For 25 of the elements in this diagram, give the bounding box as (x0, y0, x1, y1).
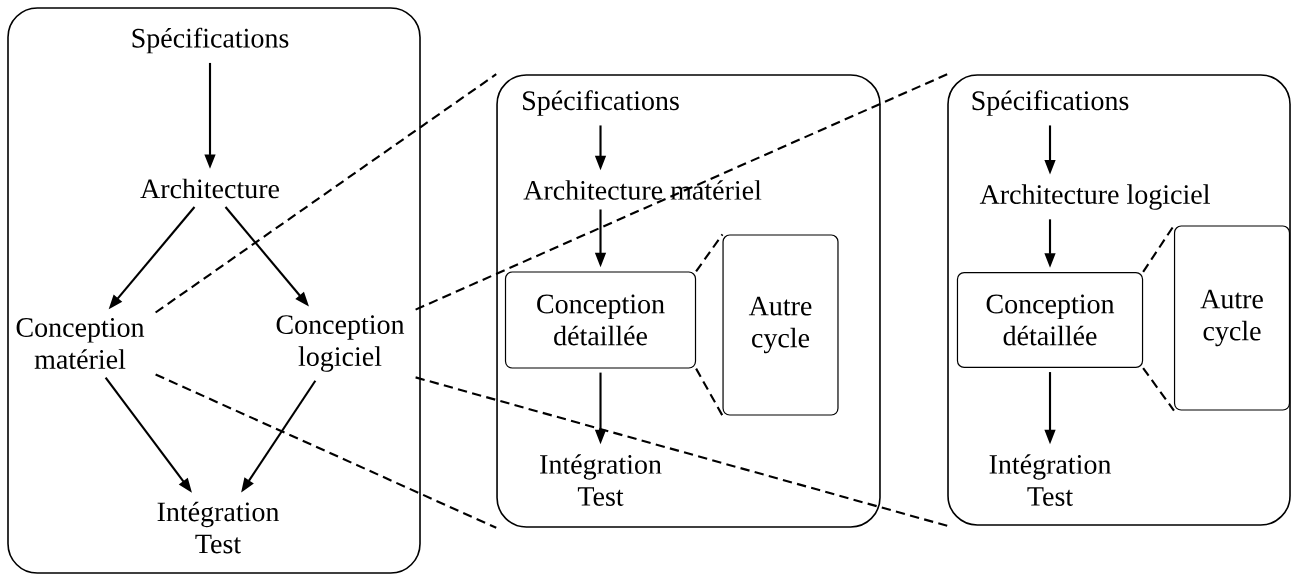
zoom-line (155, 73, 497, 314)
zoom-line (1142, 367, 1175, 412)
process-frame (947, 74, 1291, 526)
process-box: Conception détaillée (504, 271, 697, 369)
step-label: Intégration Test (157, 501, 279, 554)
zoom-line (415, 376, 948, 527)
zoom-line (415, 73, 948, 311)
step-label: Spécifications (132, 27, 289, 54)
process-box: Autre cycle (1173, 225, 1291, 411)
process-box: Autre cycle (722, 234, 839, 416)
step-label: Architecture (140, 178, 279, 199)
process-frame (496, 74, 881, 528)
step-label: Intégration Test (540, 454, 662, 506)
zoom-line (695, 368, 724, 417)
step-label: Conception logiciel (276, 315, 405, 372)
zoom-line (1142, 224, 1175, 273)
zoom-line (695, 233, 724, 272)
process-box: Conception détaillée (956, 271, 1144, 369)
zoom-line (155, 373, 497, 529)
step-label: Architecture logiciel (979, 184, 1210, 210)
step-label: Intégration Test (989, 454, 1111, 506)
process-frame (7, 7, 421, 574)
step-label: Spécifications (523, 90, 679, 116)
step-label: Conception matériel (16, 318, 145, 369)
step-label: Spécifications (972, 90, 1129, 116)
